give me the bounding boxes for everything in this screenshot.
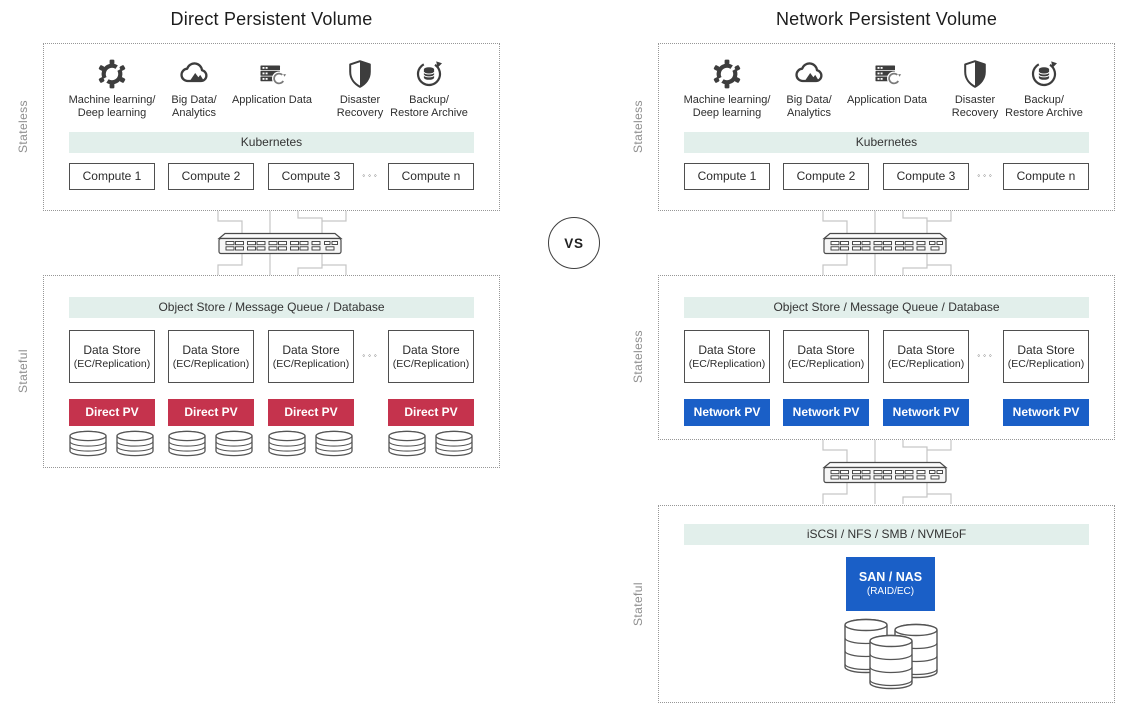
data-store-node: Data Store (EC/Replication) [783,330,869,383]
stateful-label: Stateful [631,582,645,626]
data-store-node: Data Store (EC/Replication) [268,330,354,383]
compute-node: Compute 2 [783,163,869,190]
direct-pv-chip: Direct PV [388,399,474,426]
kubernetes-bar: Kubernetes [69,132,474,153]
object-store-bar: Object Store / Message Queue / Database [69,297,474,318]
workload-label: Machine learning/ [68,94,156,106]
data-store-node: Data Store (EC/Replication) [388,330,474,383]
ellipsis: ◦◦◦ [362,171,380,180]
network-pv-title: Network Persistent Volume [775,9,998,29]
network-switch-icon [215,231,345,257]
application-data-icon [871,58,903,90]
workload-item: Machine learning/Deep learning [667,58,787,120]
compute-node: Compute 3 [883,163,969,190]
network-pv-chip: Network PV [883,399,969,426]
direct-pv-chip: Direct PV [268,399,354,426]
workload-label: Machine learning/ [683,94,771,106]
network-stateless-zone-top [658,43,1115,211]
machine-learning-icon [96,58,128,90]
stateful-label: Stateful [16,349,30,393]
disk-pair-icon [268,430,353,458]
stateless-label: Stateless [16,100,30,154]
switch-assembly [200,211,360,275]
vs-badge: VS [548,217,600,269]
ellipsis: ◦◦◦ [977,351,995,360]
compute-node: Compute n [388,163,474,190]
workload-label: Disaster [339,94,381,106]
direct-pv-chip: Direct PV [168,399,254,426]
backup-restore-icon [1028,58,1060,90]
data-store-node: Data Store (EC/Replication) [168,330,254,383]
san-nas-node: SAN / NAS (RAID/EC) [846,557,935,611]
direct-pv-chip: Direct PV [69,399,155,426]
network-pv-chip: Network PV [684,399,770,426]
network-switch-icon [820,460,950,486]
big-data-icon [793,58,825,90]
machine-learning-icon [711,58,743,90]
big-data-icon [178,58,210,90]
workload-item: Big Data/Analytics [134,58,254,120]
workload-label: Big Data/ [171,94,217,106]
workload-label: Backup/ [409,94,449,106]
switch-assembly [805,211,965,275]
workload-label: Backup/ [1024,94,1064,106]
ellipsis: ◦◦◦ [362,351,380,360]
stateless-label: Stateless [631,330,645,384]
disk-pair-icon [69,430,154,458]
compute-node: Compute 2 [168,163,254,190]
workload-item: Application Data [827,58,947,107]
network-stateful-zone [658,505,1115,703]
network-pv-chip: Network PV [1003,399,1089,426]
application-data-icon [256,58,288,90]
direct-pv-title: Direct Persistent Volume [170,9,373,29]
workload-item: Backup/Restore Archive [984,58,1104,120]
disk-pair-icon [168,430,253,458]
switch-assembly [805,440,965,504]
compute-node: Compute n [1003,163,1089,190]
direct-stateful-zone [43,275,500,468]
disk-pair-icon [388,430,473,458]
object-store-bar: Object Store / Message Queue / Database [684,297,1089,318]
workload-label: Application Data [846,94,928,106]
backup-restore-icon [413,58,445,90]
workload-item: Machine learning/Deep learning [52,58,172,120]
data-store-node: Data Store (EC/Replication) [684,330,770,383]
workload-item: Application Data [212,58,332,107]
kubernetes-bar: Kubernetes [684,132,1089,153]
compute-node: Compute 3 [268,163,354,190]
compute-node: Compute 1 [684,163,770,190]
compute-node: Compute 1 [69,163,155,190]
workload-label: Big Data/ [786,94,832,106]
data-store-node: Data Store (EC/Replication) [883,330,969,383]
workload-label: Disaster [954,94,996,106]
network-switch-icon [820,231,950,257]
data-store-node: Data Store (EC/Replication) [1003,330,1089,383]
network-stateless-zone-middle [658,275,1115,440]
workload-item: Backup/Restore Archive [369,58,489,120]
protocol-bar: iSCSI / NFS / SMB / NVMEoF [684,524,1089,545]
stateless-label: Stateless [631,100,645,154]
disk-cluster-icon [844,618,940,692]
workload-item: Big Data/Analytics [749,58,869,120]
workload-label: Application Data [231,94,313,106]
network-pv-chip: Network PV [783,399,869,426]
direct-stateless-zone [43,43,500,211]
ellipsis: ◦◦◦ [977,171,995,180]
data-store-node: Data Store (EC/Replication) [69,330,155,383]
